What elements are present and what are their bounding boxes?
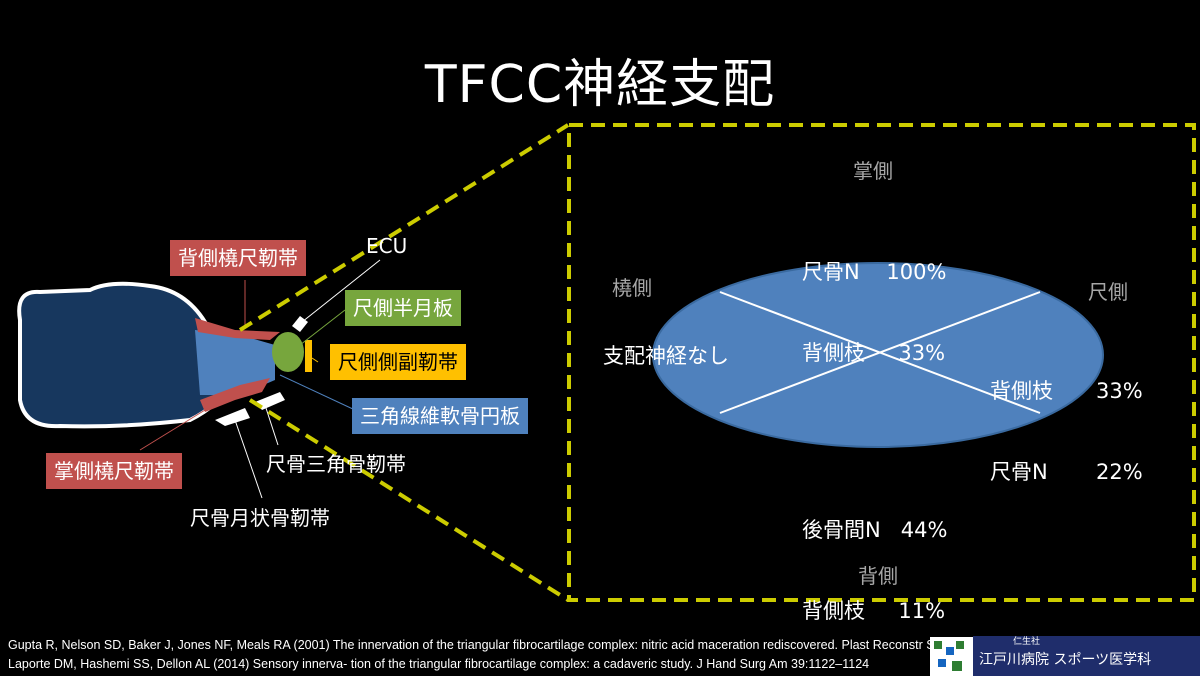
direction-dorsal: 背側 bbox=[858, 564, 898, 588]
right-stat-names: 背側枝 尺骨N bbox=[990, 324, 1053, 540]
bottom-stats: 後骨間N 44% 背側枝 11% bbox=[802, 463, 947, 676]
top-stat-2: 背側枝 33% bbox=[802, 341, 946, 365]
meniscus-shape bbox=[272, 332, 304, 372]
label-dorsal-radioulnar: 背側橈尺靭帯 bbox=[170, 240, 306, 276]
top-stats: 尺骨N 100% 背側枝 33% bbox=[802, 205, 946, 421]
ucl-shape bbox=[305, 340, 312, 372]
bottom-stat-2: 背側枝 11% bbox=[802, 599, 946, 623]
ecu-shape bbox=[292, 316, 308, 332]
logo-emblem-icon bbox=[934, 641, 964, 671]
tfcc-region bbox=[195, 330, 275, 395]
dorsal-ligament-shape bbox=[195, 318, 280, 340]
right-stat-value-2: 22% bbox=[1096, 460, 1143, 484]
logo-text-block: 仁生社 江戸川病院 スポーツ医学科 bbox=[973, 636, 1200, 676]
top-stat-1: 尺骨N 100% bbox=[802, 260, 947, 284]
label-tfc-disc: 三角線維軟骨円板 bbox=[352, 398, 528, 434]
label-volar-radioulnar: 掌側橈尺靭帯 bbox=[46, 453, 182, 489]
label-meniscus: 尺側半月板 bbox=[345, 290, 461, 326]
slide-title: TFCC神経支配 bbox=[424, 55, 776, 115]
label-ulnolunate: 尺骨月状骨靭帯 bbox=[190, 506, 330, 530]
zoom-line-bottom bbox=[248, 398, 570, 602]
citation-1: Gupta R, Nelson SD, Baker J, Jones NF, M… bbox=[8, 638, 1027, 652]
right-stat-name-2: 尺骨N bbox=[990, 460, 1048, 484]
zoom-box bbox=[567, 123, 1196, 602]
right-stat-values: 33% 22% bbox=[1096, 324, 1143, 540]
ellipse-cross-2 bbox=[719, 291, 1041, 414]
right-stat-value-1: 33% bbox=[1096, 379, 1143, 403]
right-stat-name-1: 背側枝 bbox=[990, 379, 1053, 403]
carpal-shape-1 bbox=[215, 408, 250, 426]
label-ulnotriquetral: 尺骨三角骨靭帯 bbox=[266, 452, 406, 476]
logo-line-2: 江戸川病院 スポーツ医学科 bbox=[979, 652, 1152, 668]
direction-ulnar: 尺側 bbox=[1088, 280, 1128, 304]
bottom-stat-1: 後骨間N 44% bbox=[802, 518, 948, 542]
label-ucl: 尺側側副靭帯 bbox=[330, 344, 466, 380]
direction-radial: 橈側 bbox=[612, 276, 652, 300]
label-ecu: ECU bbox=[366, 234, 408, 258]
citation-2: Laporte DM, Hashemi SS, Dellon AL (2014)… bbox=[8, 657, 870, 671]
volar-ligament-shape bbox=[200, 378, 270, 412]
direction-palmar: 掌側 bbox=[853, 159, 893, 183]
logo-line-1: 仁生社 bbox=[1013, 637, 1041, 647]
radial-note: 支配神経なし bbox=[603, 344, 729, 368]
